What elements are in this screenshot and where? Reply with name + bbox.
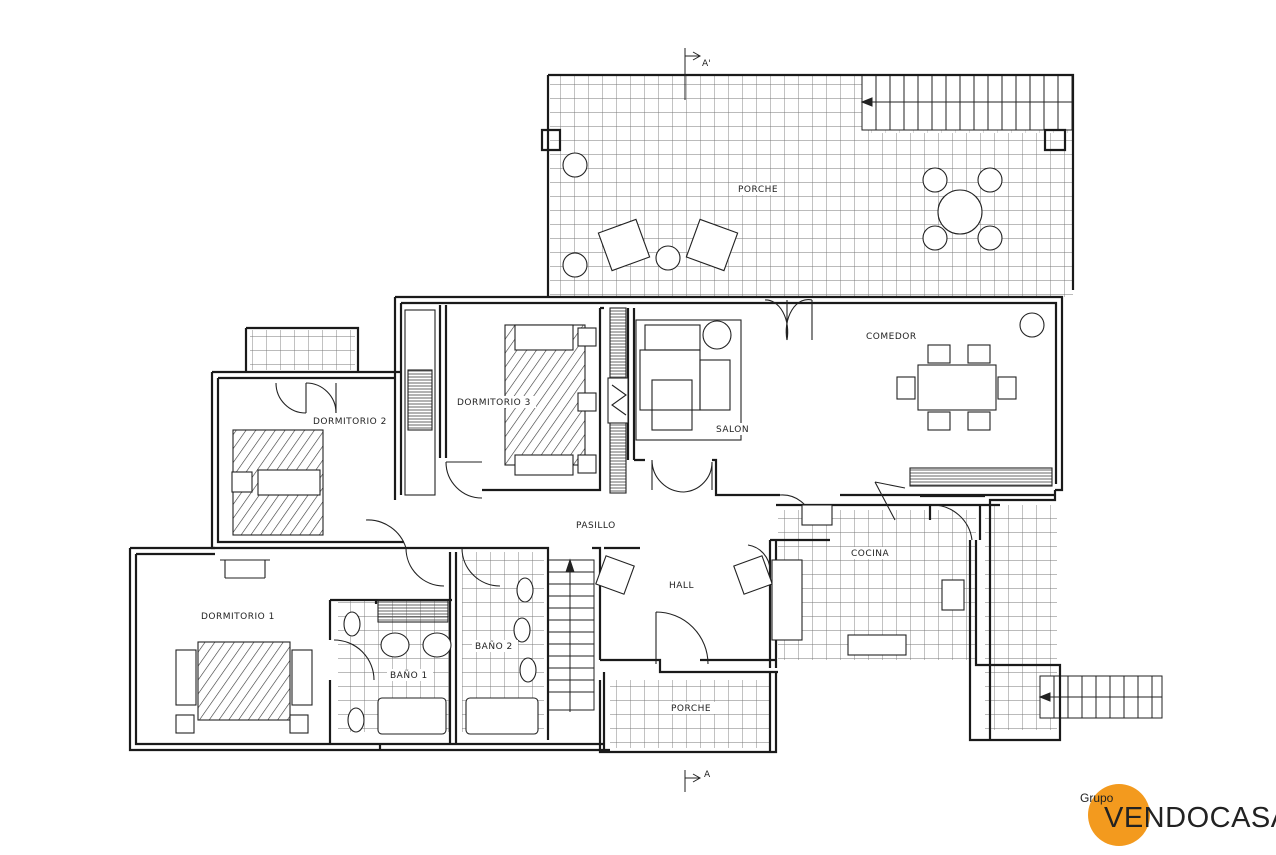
section-marks [684, 48, 702, 792]
label-hall: HALL [669, 581, 694, 591]
label-cocina: COCINA [851, 549, 890, 559]
stairs [547, 558, 595, 712]
label-dormitorio-2: DORMITORIO 2 [313, 417, 387, 427]
label-pasillo: PASILLO [576, 521, 616, 531]
label-dormitorio-3: DORMITORIO 3 [457, 398, 531, 408]
label-porche-top: PORCHE [738, 185, 778, 195]
label-comedor: COMEDOR [866, 332, 917, 342]
label-dormitorio-1: DORMITORIO 1 [201, 612, 275, 622]
stairs-top [860, 74, 1073, 131]
section-label-bottom: A [704, 770, 711, 780]
stairs-right [1038, 675, 1163, 719]
section-label-top: A' [702, 59, 711, 69]
logo-brand-text: VENDOCASA [1104, 802, 1276, 834]
vendocasa-logo: Grupo VENDOCASA [1078, 782, 1276, 850]
label-bano-2: BAÑO 2 [475, 641, 513, 652]
balcony-tiles [250, 330, 355, 370]
label-salon: SALON [716, 425, 749, 435]
walls [128, 73, 1075, 754]
logo-orange-circle [1088, 784, 1150, 846]
room-labels: PORCHE COMEDOR DORMITORIO 3 SALON DORMIT… [198, 183, 919, 714]
label-bano-1: BAÑO 1 [390, 670, 428, 681]
furniture [175, 152, 1053, 735]
label-porche-bottom: PORCHE [671, 704, 711, 714]
logo-grupo-text: Grupo [1080, 791, 1114, 805]
